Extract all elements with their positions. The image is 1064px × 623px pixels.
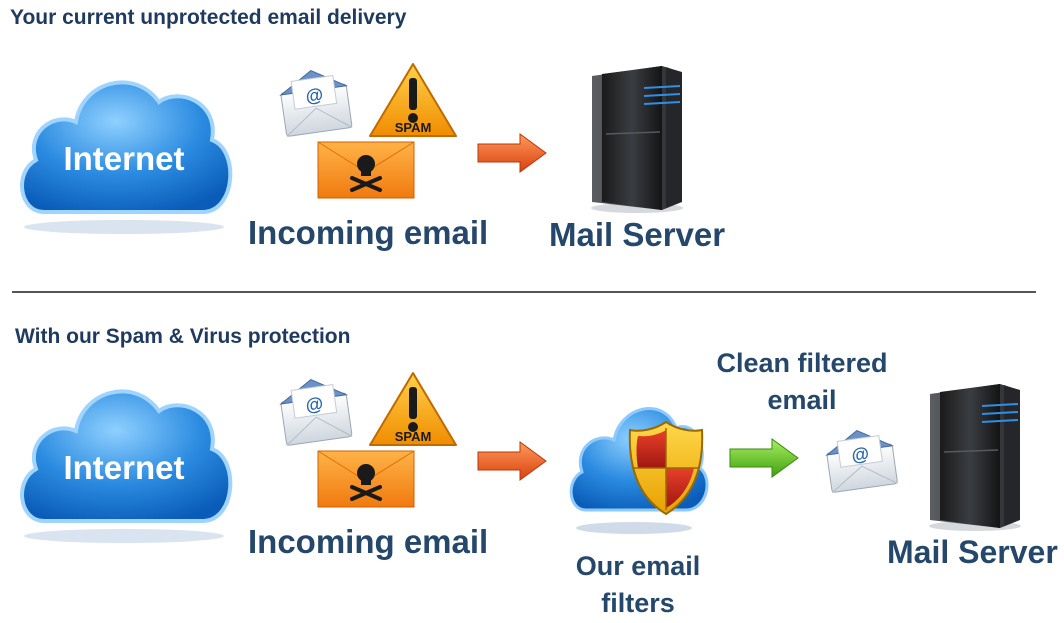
- mail-server-label: Mail Server: [549, 216, 726, 253]
- section-divider: [12, 291, 1036, 293]
- section-heading-unprotected: Your current unprotected email delivery: [10, 6, 407, 29]
- incoming-email-cluster: @ SPAM: [278, 371, 478, 516]
- mail-server: [582, 62, 692, 213]
- virus-skull-envelope-icon: [317, 141, 415, 199]
- cloud-icon: [20, 80, 233, 234]
- email-filters-label-line2: filters: [601, 588, 675, 618]
- incoming-email-label: Incoming email: [248, 214, 489, 251]
- clean-email-label-line1: Clean filtered: [716, 348, 888, 378]
- virus-skull-envelope-icon: [317, 450, 415, 508]
- incoming-email-cluster: @ SPAM: [278, 62, 478, 207]
- email-filters-label: Our email filters: [548, 548, 728, 622]
- spam-warning-icon: SPAM: [369, 372, 457, 446]
- spam-label: SPAM: [395, 429, 432, 444]
- mail-server: [920, 380, 1030, 531]
- spam-warning-icon: SPAM: [369, 63, 457, 137]
- clean-email-label: Clean filtered email: [702, 345, 902, 419]
- server-tower-icon: [929, 384, 1021, 531]
- email-envelope-icon: @: [825, 429, 898, 493]
- svg-text:@: @: [304, 84, 324, 106]
- clean-email-envelope: @: [825, 428, 898, 493]
- clean-email-label-line2: email: [767, 385, 837, 415]
- email-envelope-icon: @: [279, 69, 353, 137]
- internet-cloud: Internet: [14, 62, 234, 237]
- mail-server-label: Mail Server: [887, 534, 1058, 570]
- server-tower-icon: [591, 66, 683, 213]
- security-shield-cloud-icon: [569, 407, 709, 534]
- cloud-label: Internet: [63, 140, 185, 177]
- incoming-email-label: Incoming email: [248, 523, 489, 560]
- spam-label: SPAM: [395, 120, 432, 135]
- green-arrow-icon: [728, 437, 800, 479]
- orange-arrow-icon: [476, 440, 548, 482]
- cloud-icon: [20, 389, 233, 543]
- email-filters: [568, 388, 709, 538]
- email-filters-label-line1: Our email: [575, 551, 701, 581]
- section-heading-protected: With our Spam & Virus protection: [15, 325, 351, 348]
- email-envelope-icon: @: [279, 378, 353, 446]
- orange-arrow-icon: [476, 132, 548, 174]
- internet-cloud: Internet: [14, 371, 234, 546]
- cloud-label: Internet: [63, 449, 185, 486]
- svg-text:@: @: [850, 443, 870, 465]
- svg-text:@: @: [304, 393, 324, 415]
